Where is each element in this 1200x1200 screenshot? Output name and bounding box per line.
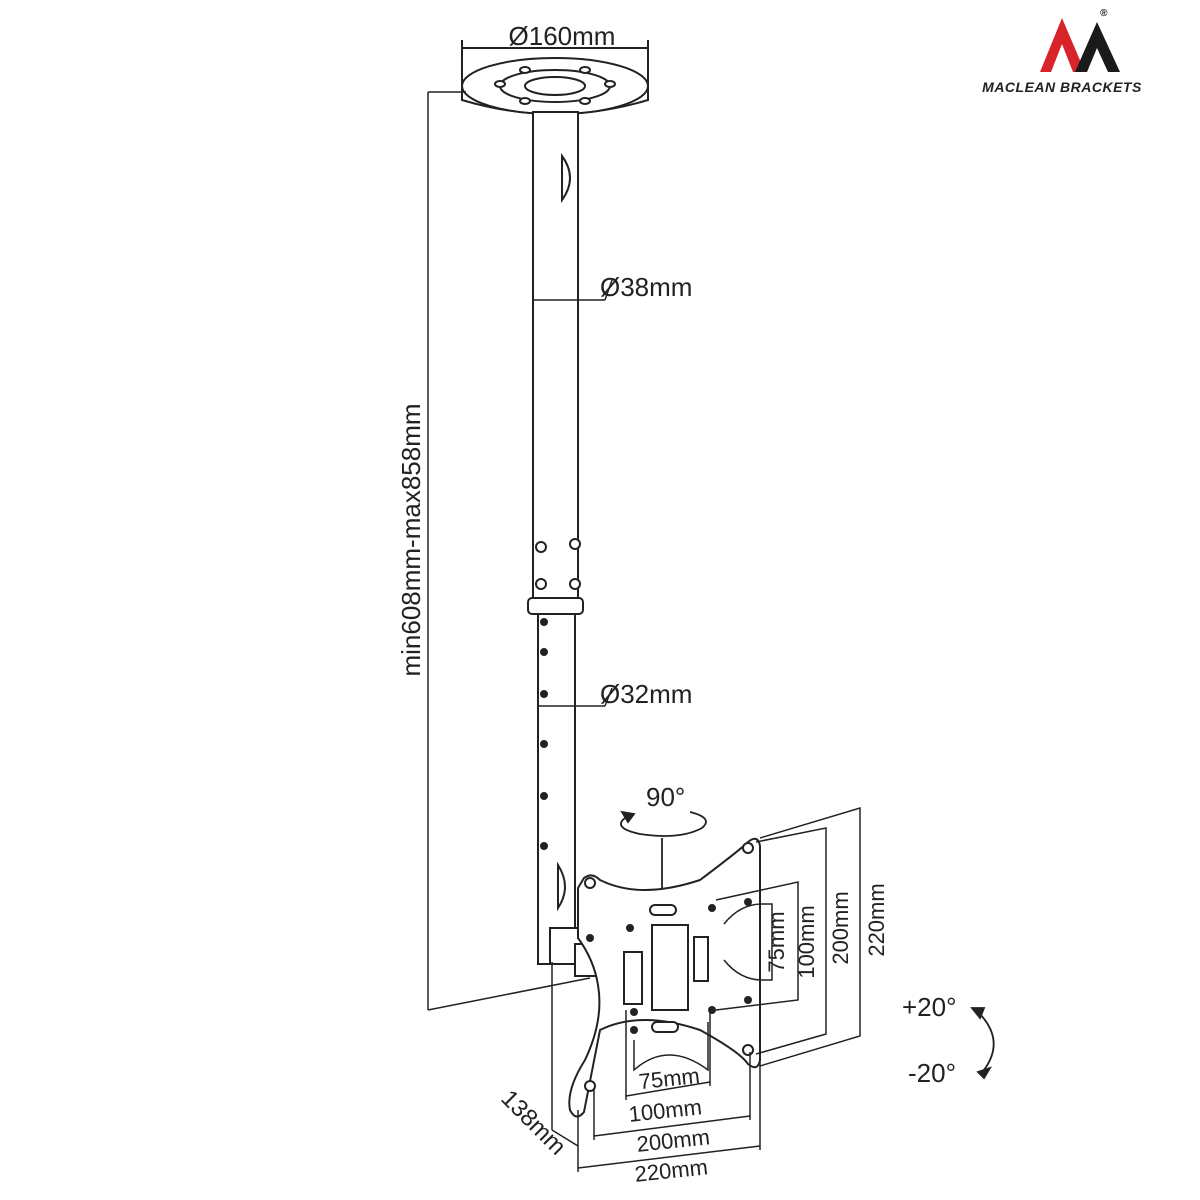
logo-m-black [1075,22,1120,72]
ceiling-plate [461,40,649,115]
tilt-indicator [970,1007,995,1080]
vesa-plate [568,837,761,1118]
vesa-vertical-220mm: 220mm [864,883,889,956]
lower-tube [537,613,576,965]
upper-tube-leader [533,279,613,301]
swivel-indicator [620,810,707,888]
tube-collar [527,597,584,615]
upper-tube [532,111,581,603]
vesa-vertical-100mm: 100mm [794,905,819,978]
tilt-down-label: -20° [908,1058,956,1088]
vesa-horizontal-100mm: 100mm [627,1094,703,1127]
depth-dimension [551,962,579,1147]
swivel-angle-label: 90° [646,782,685,812]
depth-label: 138mm [495,1085,571,1161]
lower-tube-leader [538,687,613,707]
vesa-horizontal-75mm: 75mm [638,1063,701,1094]
vesa-horizontal-dimensions [577,1010,761,1172]
logo-m-red [1040,18,1085,72]
vesa-horizontal-220mm: 220mm [633,1154,709,1187]
vesa-vertical-200mm: 200mm [828,891,853,964]
tilt-up-label: +20° [902,992,957,1022]
vesa-vertical-75mm: 75mm [764,911,789,972]
lower-tube-diameter-label: Ø32mm [600,679,692,709]
brand-logo: ® MACLEAN BRACKETS [982,8,1142,95]
logo-wordmark: MACLEAN BRACKETS [982,79,1142,95]
upper-tube-diameter-label: Ø38mm [600,272,692,302]
plate-diameter-label: Ø160mm [509,21,616,51]
height-range-label: min608mm-max858mm [396,403,426,676]
vesa-vertical-dimensions [715,806,861,1067]
logo-registered-mark: ® [1100,8,1108,19]
height-dimension-line [427,91,591,1011]
